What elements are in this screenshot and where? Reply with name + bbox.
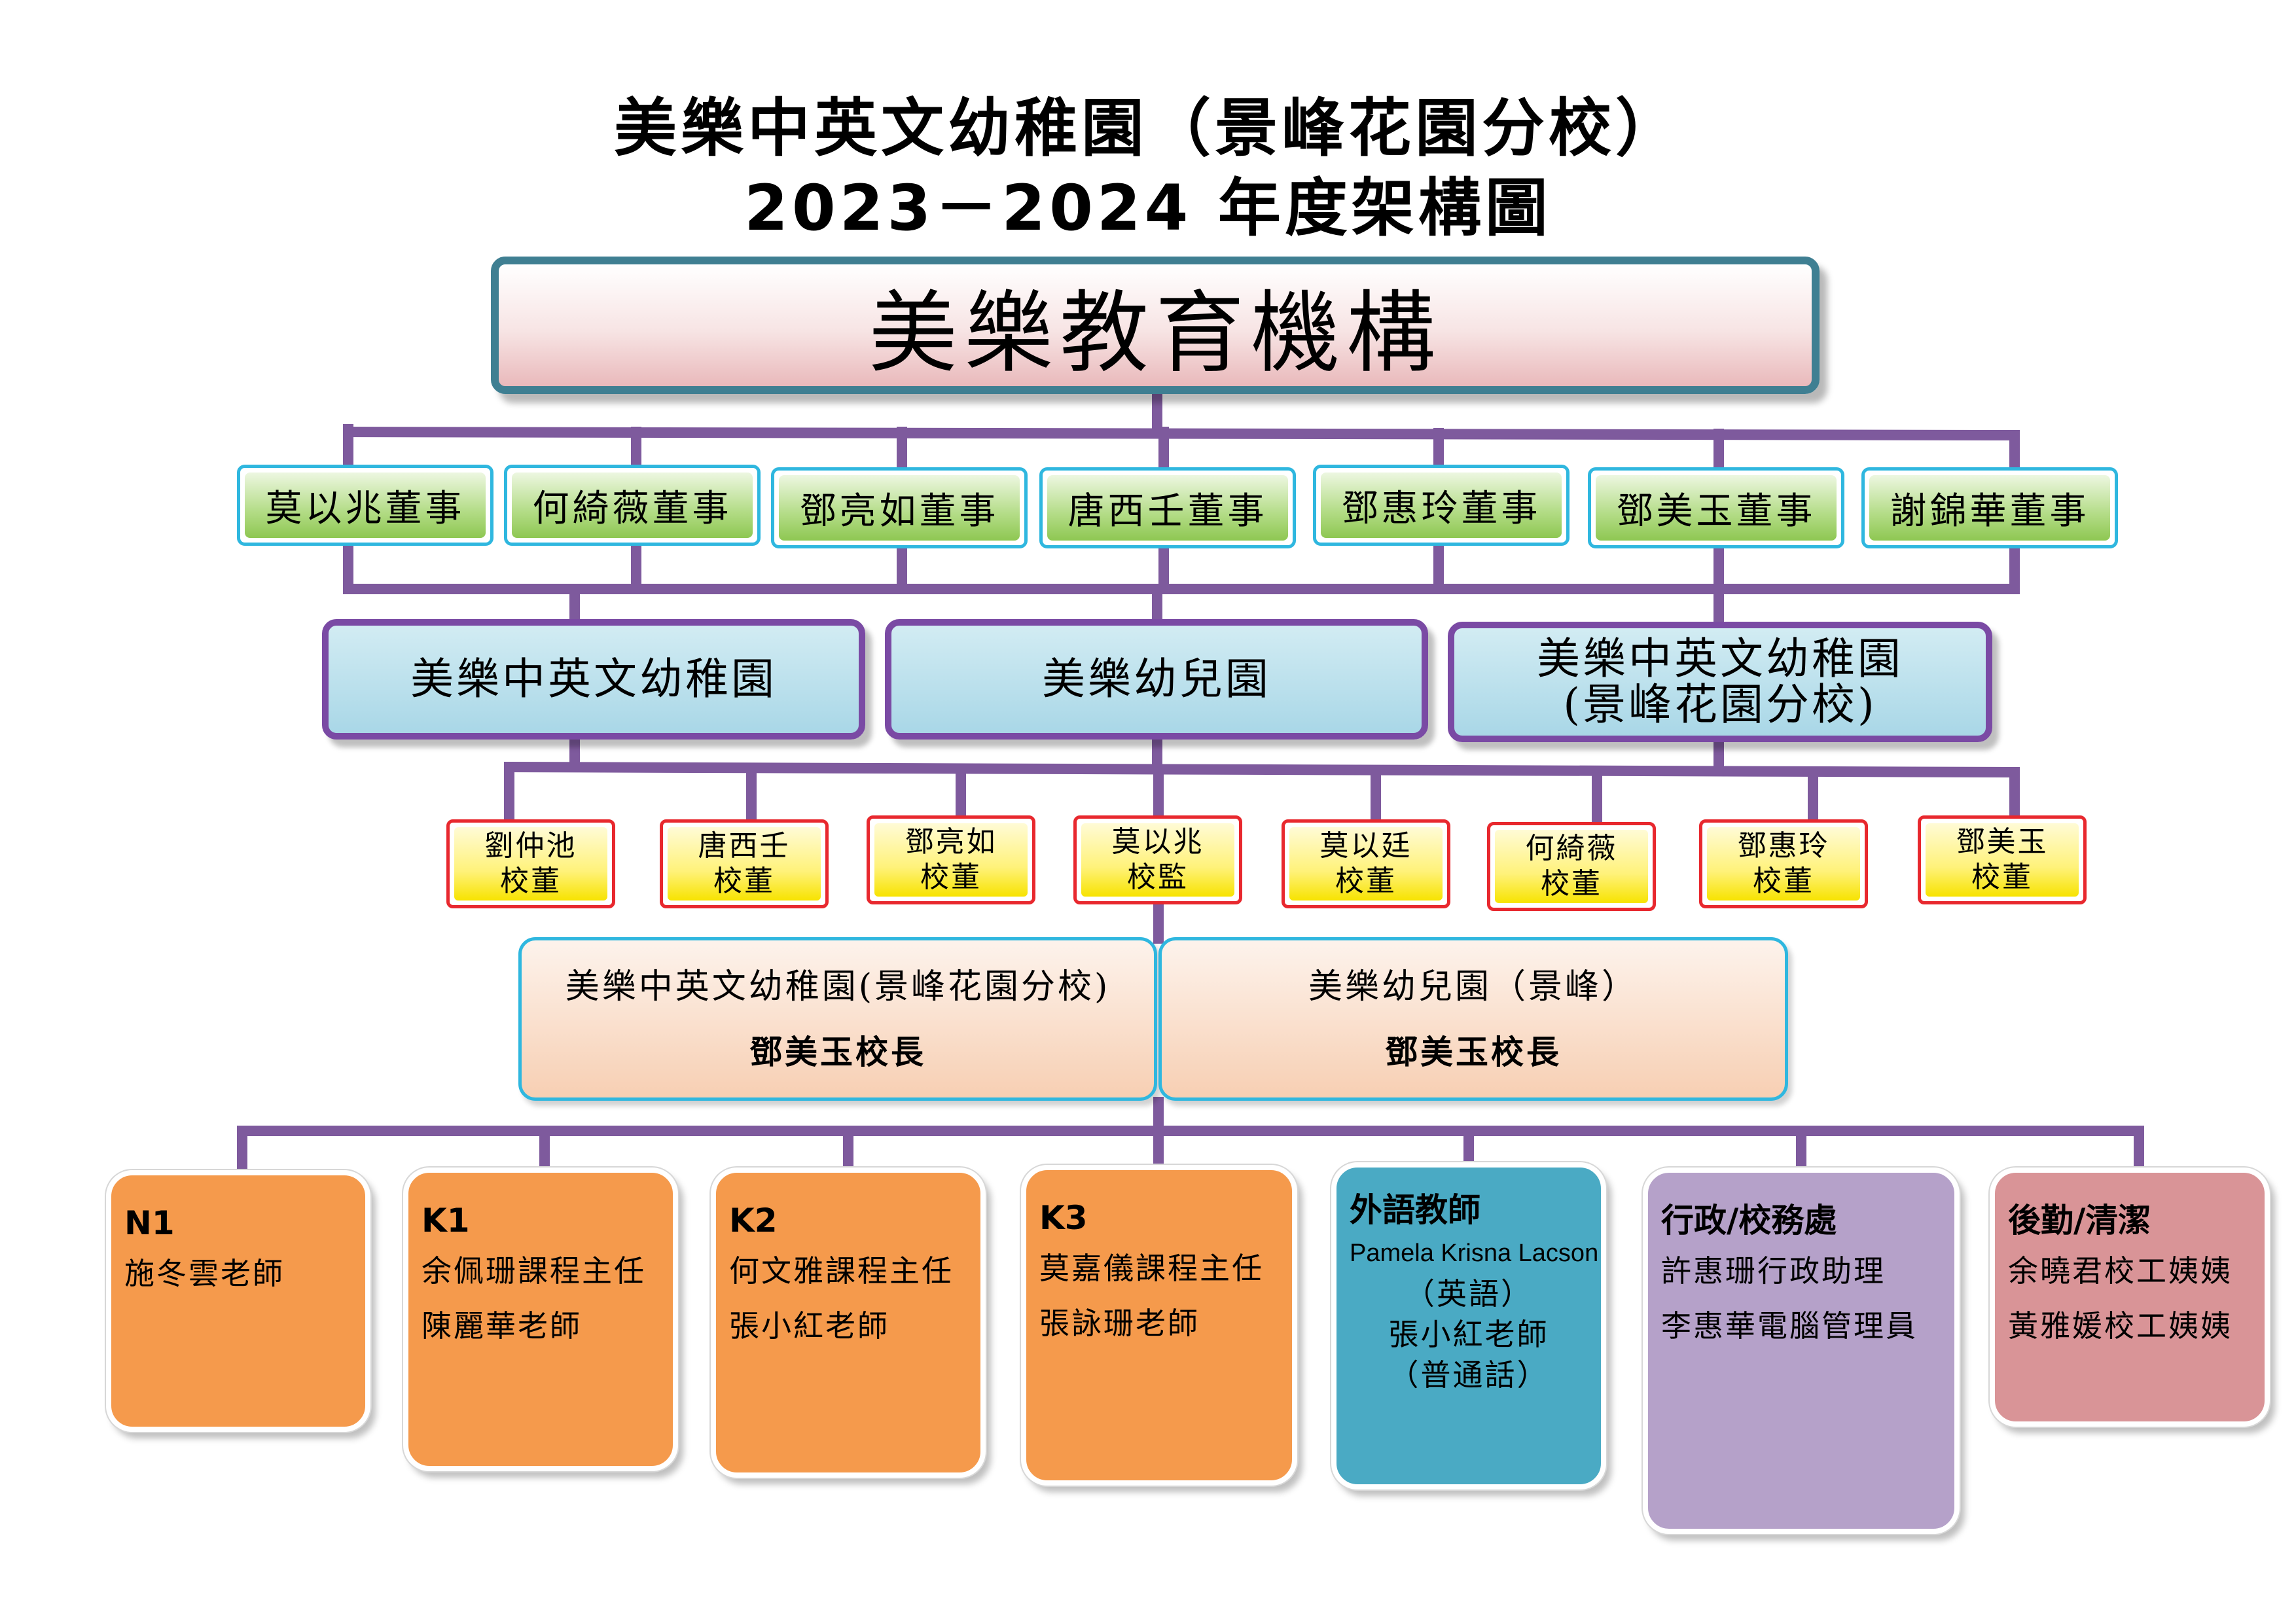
department-title: 後勤/清潔 (2008, 1202, 2151, 1240)
director-label: 謝錦華董事 (1869, 475, 2110, 541)
chart-subtitle: 2023－2024 年度架構圖 (744, 171, 1552, 245)
director-label: 何綺薇董事 (512, 473, 753, 538)
department-title: 外語教師 (1350, 1191, 1480, 1229)
school-board-name: 莫以兆 (1111, 825, 1204, 859)
school-board-box: 鄧亮如校董 (867, 815, 1035, 904)
director-box: 謝錦華董事 (1861, 467, 2118, 548)
school-board-box: 何綺薇校董 (1487, 822, 1656, 911)
principal-school-name: 美樂幼兒園（景峰） (1308, 967, 1638, 1007)
school-name: 美樂中英文幼稚園 (1537, 633, 1903, 684)
school-board-name: 鄧亮如 (905, 825, 997, 859)
staff-note: （普通話） (1388, 1357, 1549, 1393)
director-box: 鄧亮如董事 (771, 467, 1028, 548)
school-board-box: 劉仲池校董 (446, 819, 615, 908)
director-box: 唐西壬董事 (1039, 467, 1296, 548)
school-box: 美樂幼兒園 (885, 619, 1428, 740)
root-organization-box: 美樂教育機構 (491, 257, 1820, 394)
director-box: 鄧惠玲董事 (1313, 465, 1570, 546)
school-board-name: 何綺薇 (1525, 832, 1618, 865)
principal-box: 美樂中英文幼稚園(景峰花園分校) 鄧美玉校長 (518, 937, 1157, 1101)
director-label: 唐西壬董事 (1047, 475, 1288, 541)
school-name-suffix: (景峰花園分校) (1563, 679, 1877, 730)
school-board-role: 校董 (1753, 865, 1814, 898)
director-label: 鄧美玉董事 (1596, 475, 1837, 541)
department-box-k2: K2 何文雅課程主任 張小紅老師 (711, 1168, 986, 1478)
staff-entry: 張小紅老師 (729, 1308, 889, 1344)
department-box-n1: N1 施冬雲老師 (106, 1170, 370, 1432)
staff-entry: 張詠珊老師 (1039, 1306, 1200, 1341)
school-board-role: 校董 (500, 865, 562, 898)
school-board-name: 劉仲池 (484, 829, 577, 863)
department-title: K1 (422, 1202, 470, 1240)
staff-note: （英語） (1405, 1276, 1533, 1311)
school-name: 美樂幼兒園 (1042, 654, 1271, 704)
school-board-name: 莫以廷 (1319, 829, 1412, 863)
staff-entry: 陳麗華老師 (422, 1308, 582, 1344)
school-board-role: 校董 (1971, 861, 2033, 894)
school-board-box: 唐西壬校董 (660, 819, 829, 908)
principal-box: 美樂幼兒園（景峰） 鄧美玉校長 (1158, 937, 1788, 1101)
staff-entry: 許惠珊行政助理 (1661, 1253, 1886, 1289)
staff-entry: 何文雅課程主任 (729, 1253, 954, 1289)
department-box-k3: K3 莫嘉儀課程主任 張詠珊老師 (1021, 1165, 1297, 1486)
director-label: 莫以兆董事 (245, 473, 486, 538)
principal-name: 鄧美玉校長 (1385, 1033, 1562, 1071)
department-title: N1 (124, 1204, 175, 1242)
school-board-box: 莫以兆校監 (1073, 815, 1242, 904)
school-board-role: 校董 (1541, 867, 1602, 901)
school-board-name: 唐西壬 (698, 829, 791, 863)
school-board-role: 校董 (920, 861, 982, 894)
school-board-name: 鄧惠玲 (1737, 829, 1830, 863)
connector-line (503, 761, 2020, 778)
principal-school-name: 美樂中英文幼稚園(景峰花園分校) (565, 967, 1111, 1007)
director-label: 鄧惠玲董事 (1321, 473, 1562, 538)
staff-entry: Pamela Krisna Lacson (1350, 1240, 1599, 1267)
staff-entry: 莫嘉儀課程主任 (1039, 1251, 1264, 1286)
school-box: 美樂中英文幼稚園 (景峰花園分校) (1448, 622, 1992, 742)
principal-name: 鄧美玉校長 (749, 1033, 926, 1071)
director-box: 莫以兆董事 (237, 465, 493, 546)
school-board-box: 鄧惠玲校董 (1699, 819, 1868, 908)
director-box: 何綺薇董事 (504, 465, 761, 546)
director-box: 鄧美玉董事 (1588, 467, 1844, 548)
staff-entry: 余佩珊課程主任 (422, 1253, 646, 1289)
chart-title: 美樂中英文幼稚園（景峰花園分校） (614, 92, 1682, 165)
department-title: 行政/校務處 (1661, 1202, 1837, 1240)
department-box-logistics: 後勤/清潔 余曉君校工姨姨 黃雅媛校工姨姨 (1990, 1168, 2270, 1427)
director-label: 鄧亮如董事 (779, 475, 1020, 541)
school-board-box: 莫以廷校董 (1282, 819, 1450, 908)
school-board-role: 校董 (1335, 865, 1397, 898)
school-board-role: 校董 (713, 865, 775, 898)
staff-entry: 黃雅媛校工姨姨 (2008, 1308, 2233, 1344)
staff-entry: 李惠華電腦管理員 (1661, 1308, 1918, 1344)
school-board-name: 鄧美玉 (1956, 825, 2049, 859)
department-title: K2 (729, 1202, 778, 1240)
school-name: 美樂中英文幼稚園 (410, 654, 777, 704)
department-box-k1: K1 余佩珊課程主任 陳麗華老師 (403, 1168, 678, 1471)
school-board-box: 鄧美玉校董 (1918, 815, 2087, 904)
staff-entry: 張小紅老師 (1388, 1317, 1549, 1352)
department-box-foreign-teachers: 外語教師 Pamela Krisna Lacson （英語） 張小紅老師 （普通… (1331, 1162, 1606, 1489)
department-title: K3 (1039, 1199, 1088, 1237)
school-board-role: 校監 (1127, 861, 1189, 894)
school-box: 美樂中英文幼稚園 (322, 619, 865, 740)
staff-entry: 施冬雲老師 (124, 1256, 285, 1291)
department-box-administration: 行政/校務處 許惠珊行政助理 李惠華電腦管理員 (1643, 1168, 1960, 1534)
connector-line (342, 426, 2020, 441)
staff-entry: 余曉君校工姨姨 (2008, 1253, 2233, 1289)
